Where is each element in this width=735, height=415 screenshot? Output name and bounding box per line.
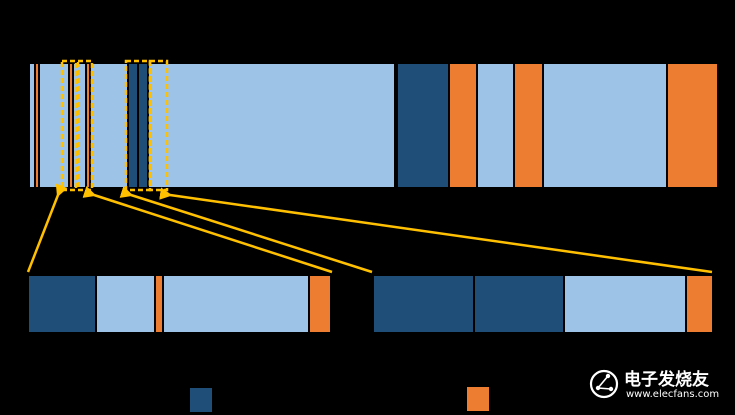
zoom-detail-right bbox=[372, 274, 714, 334]
top-block-dark-2 bbox=[137, 62, 149, 189]
zoom-arrow-4 bbox=[159, 187, 713, 274]
zoom-right-orange bbox=[685, 274, 714, 334]
highlight-box-4 bbox=[148, 59, 169, 192]
top-block-orange-1 bbox=[34, 62, 40, 189]
zoom-right-dark-2 bbox=[473, 274, 565, 334]
zoom-arrow-1 bbox=[26, 183, 68, 273]
zoom-left-light-1 bbox=[95, 274, 156, 334]
top-block-orange-6 bbox=[666, 62, 719, 189]
legend-swatch-orange bbox=[467, 387, 489, 411]
legend-swatch-dark bbox=[190, 388, 212, 412]
zoom-arrows bbox=[26, 183, 713, 274]
top-block-orange-5 bbox=[513, 62, 544, 189]
top-sequence-bar bbox=[28, 62, 719, 189]
watermark-title: 电子发烧友 bbox=[624, 370, 709, 390]
top-block-light-3 bbox=[542, 62, 668, 189]
top-block-dark-3 bbox=[396, 62, 450, 189]
highlight-boxes bbox=[60, 59, 169, 192]
signal-icon bbox=[589, 369, 619, 399]
watermark: 电子发烧友 www.elecfans.com bbox=[588, 362, 728, 407]
top-block-orange-3 bbox=[85, 62, 91, 189]
zoom-detail-left bbox=[27, 274, 332, 334]
zoom-left-orange-1 bbox=[154, 274, 164, 334]
zoom-left-orange-2 bbox=[308, 274, 332, 334]
top-block-dark-1 bbox=[127, 62, 139, 189]
zoom-right-light bbox=[563, 274, 687, 334]
top-block-orange-4 bbox=[448, 62, 478, 189]
top-block-light-1 bbox=[28, 62, 396, 189]
zoom-left-dark bbox=[27, 274, 97, 334]
watermark-url: www.elecfans.com bbox=[626, 389, 720, 400]
top-block-orange-2 bbox=[68, 62, 74, 189]
zoom-arrow-3 bbox=[119, 186, 373, 274]
zoom-arrow-2 bbox=[82, 185, 333, 274]
top-block-light-2 bbox=[476, 62, 515, 189]
legend bbox=[190, 387, 489, 412]
zoom-right-dark-1 bbox=[372, 274, 475, 334]
zoom-left-light-2 bbox=[162, 274, 310, 334]
